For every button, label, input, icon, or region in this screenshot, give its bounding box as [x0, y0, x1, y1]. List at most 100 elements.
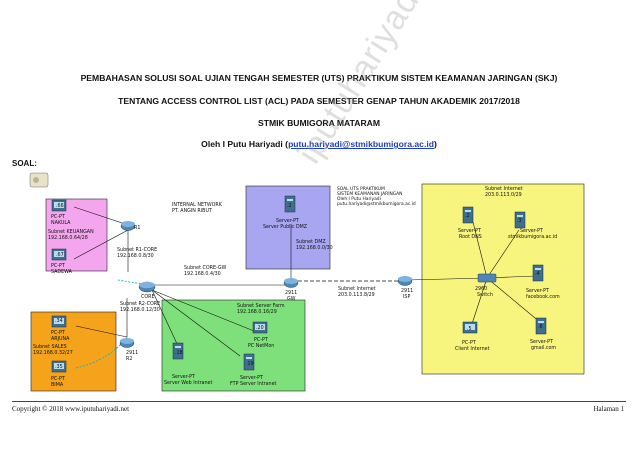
core-gw-net: 192.168.0.4/30	[184, 271, 221, 277]
server-dns-name: Root DNS	[459, 234, 482, 240]
pt-angin-label: PT. ANGIN RIBUT	[172, 208, 212, 214]
router-core-icon	[138, 281, 156, 293]
pc-arjuna-type: PC-PT	[51, 330, 65, 336]
server-gmail-type: Server-PT	[530, 339, 553, 345]
author-prefix: Oleh I Putu Hariyadi (	[201, 139, 289, 149]
server-stmik-icon	[514, 211, 526, 229]
pc-sadewa-icon	[51, 248, 67, 261]
doc-title-line-3: STMIK BUMIGORA MATARAM	[257, 118, 381, 128]
pc-bima-ip: .35	[55, 364, 63, 370]
pc-netmon-ip: .20	[256, 325, 264, 331]
r2core-net: 192.168.0.12/30	[120, 307, 160, 313]
server-facebook-name: facebook.com	[526, 294, 560, 300]
router-gw-name: GW	[287, 296, 296, 302]
pc-nakula-ip: .66	[56, 203, 64, 209]
router-r2-name: R2	[126, 356, 132, 362]
r2core-label: Subnet R2-CORE	[120, 301, 160, 307]
zone-sales	[30, 311, 117, 392]
server-ftp-ip: .19	[246, 361, 254, 367]
server-dns-type: Server-PT	[458, 228, 481, 234]
router-isp-label: 2911	[401, 288, 413, 294]
router-core-name: CORE	[141, 294, 155, 300]
server-gmail-name: gmail.com	[531, 345, 556, 351]
router-r2-label: 2911	[126, 350, 138, 356]
zone-internet-net: 203.0.113.0/29	[485, 192, 522, 198]
router-r2-icon	[119, 338, 135, 348]
server-facebook-type: Server-PT	[526, 288, 549, 294]
email-label: putu.hariyadi@stmikbumigora.ac.id	[337, 201, 416, 207]
pc-bima-icon	[51, 360, 67, 373]
pc-bima-type: PC-PT	[51, 376, 65, 382]
pc-client-ip: .5	[467, 326, 472, 332]
server-stmik-ip: .3	[517, 218, 522, 224]
server-web-icon	[172, 342, 184, 360]
pc-client-icon	[462, 321, 478, 334]
server-stmik-name: stmikbumigora.ac.id	[508, 234, 557, 240]
server-dns-ip: .2	[465, 213, 470, 219]
soal-uts-label: SOAL UTS PRAKTIKUM	[337, 186, 385, 192]
pc-sadewa-type: PC-PT	[51, 263, 65, 269]
server-dmz-ip: .2	[287, 203, 292, 209]
router-isp-name: ISP	[403, 294, 410, 300]
author-suffix: )	[433, 139, 437, 149]
switch-name: Switch	[477, 292, 493, 298]
inet-net: 203.0.113.8/29	[338, 292, 375, 298]
internal-network-label: INTERNAL NETWORK	[172, 202, 223, 208]
zone-serverfarm-net: 192.168.0.16/29	[237, 309, 277, 315]
author-line: Oleh I Putu Hariyadi (putu.hariyadi@stmi…	[0, 139, 638, 149]
pc-arjuna-ip: .34	[55, 318, 63, 324]
pc-netmon-icon	[252, 321, 268, 334]
server-stmik-type: Server-PT	[520, 228, 543, 234]
pc-sadewa-ip: .67	[56, 252, 64, 258]
server-gmail-ip: .6	[538, 324, 543, 330]
zone-keuangan-net: 192.168.0.64/28	[48, 235, 88, 241]
oleh-label: Oleh I Putu Hariyadi	[337, 196, 381, 202]
zone-sales-label: Subnet SALES	[33, 344, 67, 350]
pc-arjuna-name: ARJUNA	[51, 336, 70, 342]
zone-sales-net: 192.168.0.32/27	[33, 350, 73, 356]
server-ftp-type: Server-PT	[240, 375, 263, 381]
section-label-soal: SOAL:	[12, 159, 37, 168]
switch-label: 2960	[475, 286, 487, 292]
server-facebook-ip: .4	[535, 271, 540, 277]
router-gw-label: 2911	[285, 290, 297, 296]
zone-keuangan-label: Subnet KEUANGAN	[48, 229, 94, 235]
inet-label: Subnet Internet	[338, 286, 376, 292]
pc-sadewa-name: SADEWA	[51, 269, 73, 275]
server-dns-icon	[462, 206, 474, 224]
switch-internet-icon	[477, 273, 497, 283]
doc-title-line-1: PEMBAHASAN SOLUSI SOAL UJIAN TENGAH SEME…	[80, 73, 558, 83]
cloud-icon	[29, 172, 49, 188]
server-ftp-name: FTP Server Intranet	[230, 381, 277, 387]
server-web-type: Server-PT	[172, 374, 195, 380]
pc-arjuna-icon	[51, 315, 67, 328]
footer-page-number: Halaman 1	[593, 405, 624, 413]
server-web-name: Server Web Intranet	[164, 380, 212, 386]
server-dmz-type: Server-PT	[276, 218, 299, 224]
server-web-ip: .18	[175, 350, 183, 356]
server-dmz-name: Server Public DMZ	[263, 224, 308, 230]
server-facebook-icon	[532, 264, 544, 282]
server-gmail-icon	[535, 317, 547, 335]
zone-internet-label: Subnet Internet	[485, 186, 523, 192]
skj-label: SISTEM KEAMANAN JARINGAN	[337, 191, 402, 197]
pc-nakula-icon	[51, 199, 67, 212]
server-dmz-icon	[284, 195, 296, 213]
footer-copyright: Copyright © 2018 www.iputuhariyadi.net	[12, 405, 130, 413]
pc-client-type: PC-PT	[462, 340, 476, 346]
pc-nakula-name: NAKULA	[51, 220, 71, 226]
r1core-net: 192.168.0.8/30	[117, 253, 154, 259]
pc-netmon-type: PC-PT	[254, 337, 268, 343]
author-email-link[interactable]: putu.hariyadi@stmikbumigora.ac.id	[288, 139, 434, 149]
pc-client-name: Client Internet	[455, 346, 490, 352]
pc-nakula-type: PC-PT	[51, 214, 65, 220]
zone-dmz-label: Subnet DMZ	[296, 239, 326, 245]
router-isp-icon	[397, 276, 413, 286]
zone-serverfarm-label: Subnet Server Farm	[237, 303, 285, 309]
footer-divider	[12, 401, 626, 402]
router-gw-icon	[283, 278, 299, 288]
pc-bima-name: BIMA	[51, 382, 64, 388]
doc-title-line-2: TENTANG ACCESS CONTROL LIST (ACL) PADA S…	[118, 96, 520, 106]
zone-dmz-net: 192.168.0.0/30	[296, 245, 333, 251]
